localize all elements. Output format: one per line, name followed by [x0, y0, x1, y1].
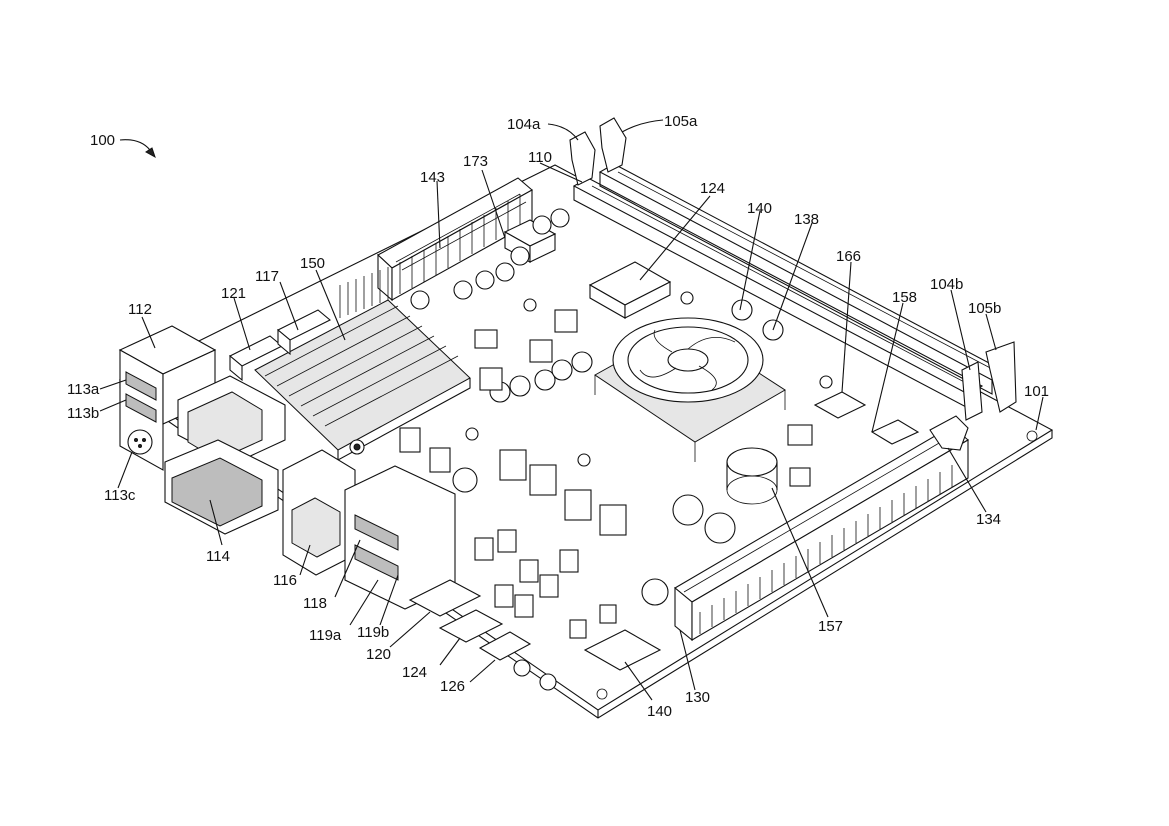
pcie-latch-134 — [929, 415, 969, 451]
ps2-port-113c — [127, 429, 153, 455]
label-143: 143 — [420, 169, 445, 186]
reference-labels: 100 104a 105a 110 173 143 124 140 138 16… — [67, 113, 1049, 720]
cpu-cooler-fan — [594, 317, 786, 462]
audio-port-116 — [282, 449, 356, 576]
label-157: 157 — [818, 618, 843, 635]
chip-166 — [813, 391, 867, 419]
label-134: 134 — [976, 511, 1001, 528]
label-116: 116 — [273, 572, 297, 589]
label-120: 120 — [366, 646, 391, 663]
usb-port-119b — [354, 544, 399, 581]
label-124-top: 124 — [700, 180, 725, 197]
label-112: 112 — [128, 301, 152, 318]
label-113b: 113b — [67, 405, 99, 422]
label-166: 166 — [836, 248, 861, 265]
usb-port-119a — [354, 514, 399, 551]
label-140-top: 140 — [747, 200, 772, 217]
label-138: 138 — [794, 211, 819, 228]
label-173: 173 — [463, 153, 488, 170]
chip-158 — [870, 419, 920, 445]
label-119a: 119a — [309, 627, 342, 644]
label-124-bottom: 124 — [402, 664, 427, 681]
chip-110 — [588, 261, 672, 319]
label-113a: 113a — [67, 381, 100, 398]
header-pins — [339, 267, 389, 318]
label-140-bottom: 140 — [647, 703, 672, 720]
label-117: 117 — [255, 268, 279, 285]
connector-126 — [478, 631, 557, 691]
label-105a: 105a — [664, 113, 698, 130]
connector-120 — [408, 579, 482, 617]
label-150: 150 — [300, 255, 325, 272]
label-121: 121 — [221, 285, 246, 302]
label-114: 114 — [206, 548, 230, 565]
label-104b: 104b — [930, 276, 963, 293]
small-components — [399, 309, 813, 639]
label-118: 118 — [303, 595, 327, 612]
power-connector-143 — [377, 177, 533, 302]
label-130: 130 — [685, 689, 710, 706]
vga-port — [177, 375, 286, 465]
capacitors — [410, 208, 833, 606]
sata-connector-117 — [277, 309, 331, 356]
label-119b: 119b — [357, 624, 389, 641]
label-113c: 113c — [104, 487, 136, 504]
heatsink-150 — [254, 299, 471, 461]
label-158: 158 — [892, 289, 917, 306]
memory-slot-latch-104b — [961, 361, 983, 421]
memory-slots — [572, 163, 1008, 409]
dvi-port-114 — [164, 439, 279, 535]
usb-port-113b — [125, 393, 157, 423]
label-110: 110 — [528, 149, 552, 166]
label-104a: 104a — [507, 116, 541, 133]
battery-157 — [726, 447, 778, 505]
pcie-slot-130 — [674, 425, 969, 642]
label-101: 101 — [1024, 383, 1049, 400]
leader-lines — [99, 119, 1044, 701]
memory-slot-latch-104a — [569, 131, 596, 186]
connector-124-bottom — [438, 609, 504, 643]
label-126: 126 — [440, 678, 465, 695]
label-100: 100 — [90, 132, 115, 149]
label-105b: 105b — [968, 300, 1001, 317]
memory-slot-latch-105a — [599, 117, 627, 173]
memory-slot-latch-105b — [985, 341, 1017, 413]
chip-140-bottom — [583, 629, 662, 671]
